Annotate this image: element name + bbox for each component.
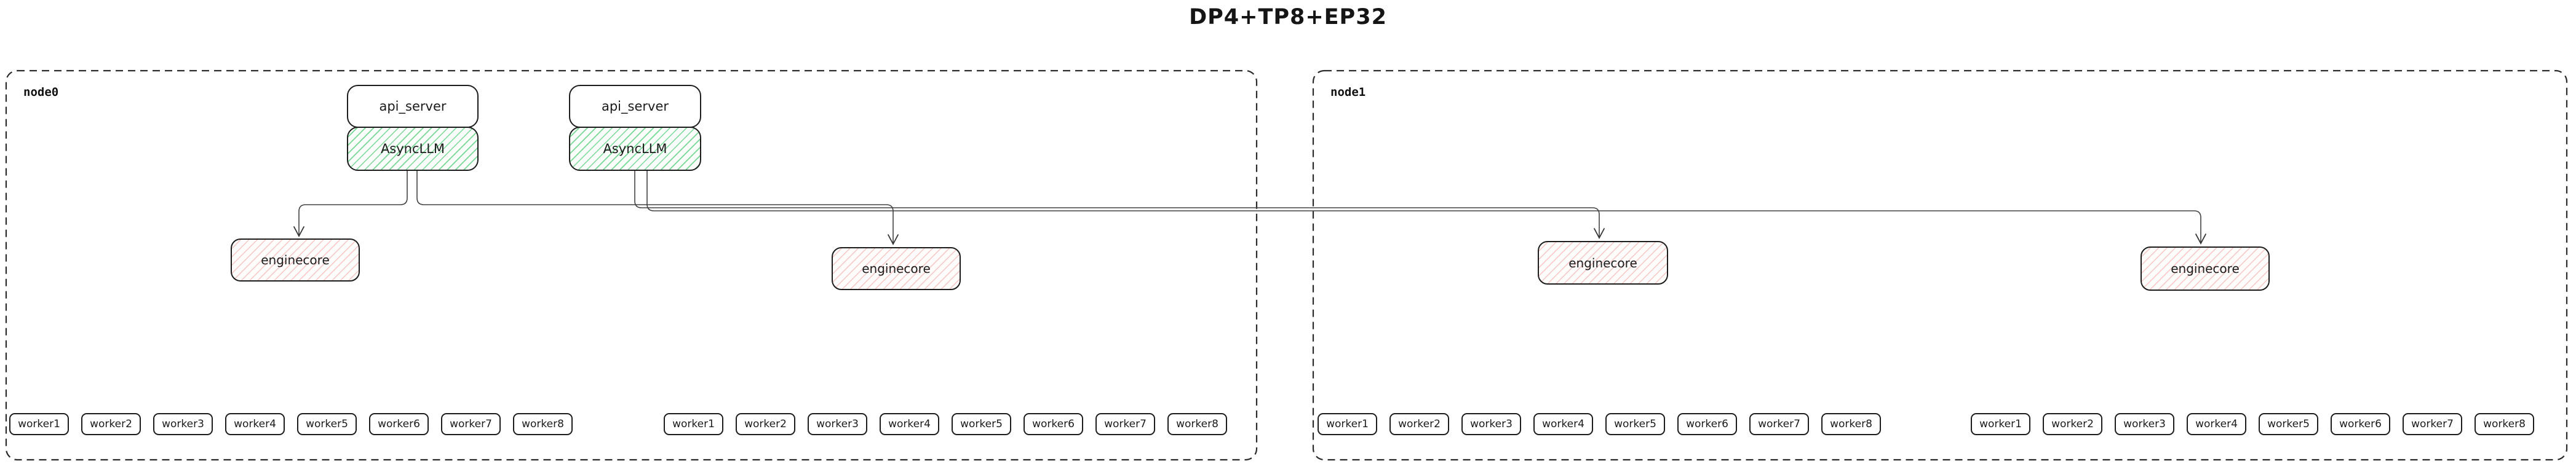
node1-dashed-border [1312,69,2568,461]
edge-asyncllm1-enginecore1 [298,170,408,237]
worker-box: worker3 [808,413,867,435]
worker-box: worker5 [1605,413,1665,435]
worker-group-node1-1: worker1 worker2 worker3 worker4 worker5 worke… [1318,413,1881,435]
arrowhead-icon [293,226,304,237]
worker-box: worker3 [153,413,213,435]
worker-box: worker6 [1677,413,1737,435]
worker-box: worker6 [2331,413,2390,435]
worker-box: worker1 [664,413,723,435]
enginecore-box-node1-2: enginecore [2141,246,2270,291]
worker-box: worker1 [1318,413,1377,435]
arrowhead-icon [1594,228,1605,239]
worker-box: worker4 [1533,413,1593,435]
enginecore-box-node0-2: enginecore [832,247,961,290]
worker-box: worker2 [81,413,141,435]
worker-box: worker6 [369,413,429,435]
diagram-title: DP4+TP8+EP32 [1189,5,1387,30]
edge-asyncllm2-enginecore4 [646,170,2201,244]
worker-box: worker8 [513,413,573,435]
worker-box: worker3 [1461,413,1521,435]
api-server-box-1: api_server [347,85,479,128]
enginecore-box-node1-1: enginecore [1538,241,1668,285]
worker-box: worker7 [1095,413,1155,435]
asyncllm-box-2: AsyncLLM [569,127,701,171]
worker-box: worker5 [297,413,357,435]
worker-box: worker4 [225,413,285,435]
arrowhead-icon [2195,234,2206,245]
asyncllm-box-1: AsyncLLM [347,127,479,171]
node0-dashed-border [5,69,1258,461]
edge-asyncllm1-enginecore2 [416,170,894,245]
worker-box: worker2 [1389,413,1449,435]
worker-box: worker8 [1167,413,1227,435]
worker-box: worker2 [2043,413,2102,435]
worker-box: worker1 [9,413,69,435]
worker-box: worker4 [880,413,939,435]
worker-box: worker8 [2475,413,2534,435]
worker-group-node0-2: worker1 worker2 worker3 worker4 worker5 worke… [664,413,1227,435]
worker-box: worker8 [1821,413,1881,435]
worker-box: worker1 [1971,413,2030,435]
worker-box: worker5 [952,413,1011,435]
node0-container: node0 [6,71,1257,460]
worker-box: worker3 [2115,413,2174,435]
worker-box: worker4 [2187,413,2246,435]
arrowhead-icon [888,234,899,245]
worker-group-node1-2: worker1 worker2 worker3 worker4 worker5 worke… [1971,413,2534,435]
worker-box: worker2 [736,413,795,435]
worker-box: worker7 [441,413,501,435]
worker-group-node0-1: worker1 worker2 worker3 worker4 worker5 worke… [9,413,573,435]
worker-box: worker6 [1024,413,1083,435]
enginecore-box-node0-1: enginecore [231,238,360,282]
node1-container: node1 [1313,71,2567,460]
api-server-box-2: api_server [569,85,701,128]
worker-box: worker7 [1749,413,1809,435]
node1-label: node1 [1330,85,1366,99]
worker-box: worker5 [2259,413,2318,435]
node0-label: node0 [23,85,59,99]
worker-box: worker7 [2403,413,2462,435]
edge-asyncllm2-enginecore3 [634,170,1600,238]
